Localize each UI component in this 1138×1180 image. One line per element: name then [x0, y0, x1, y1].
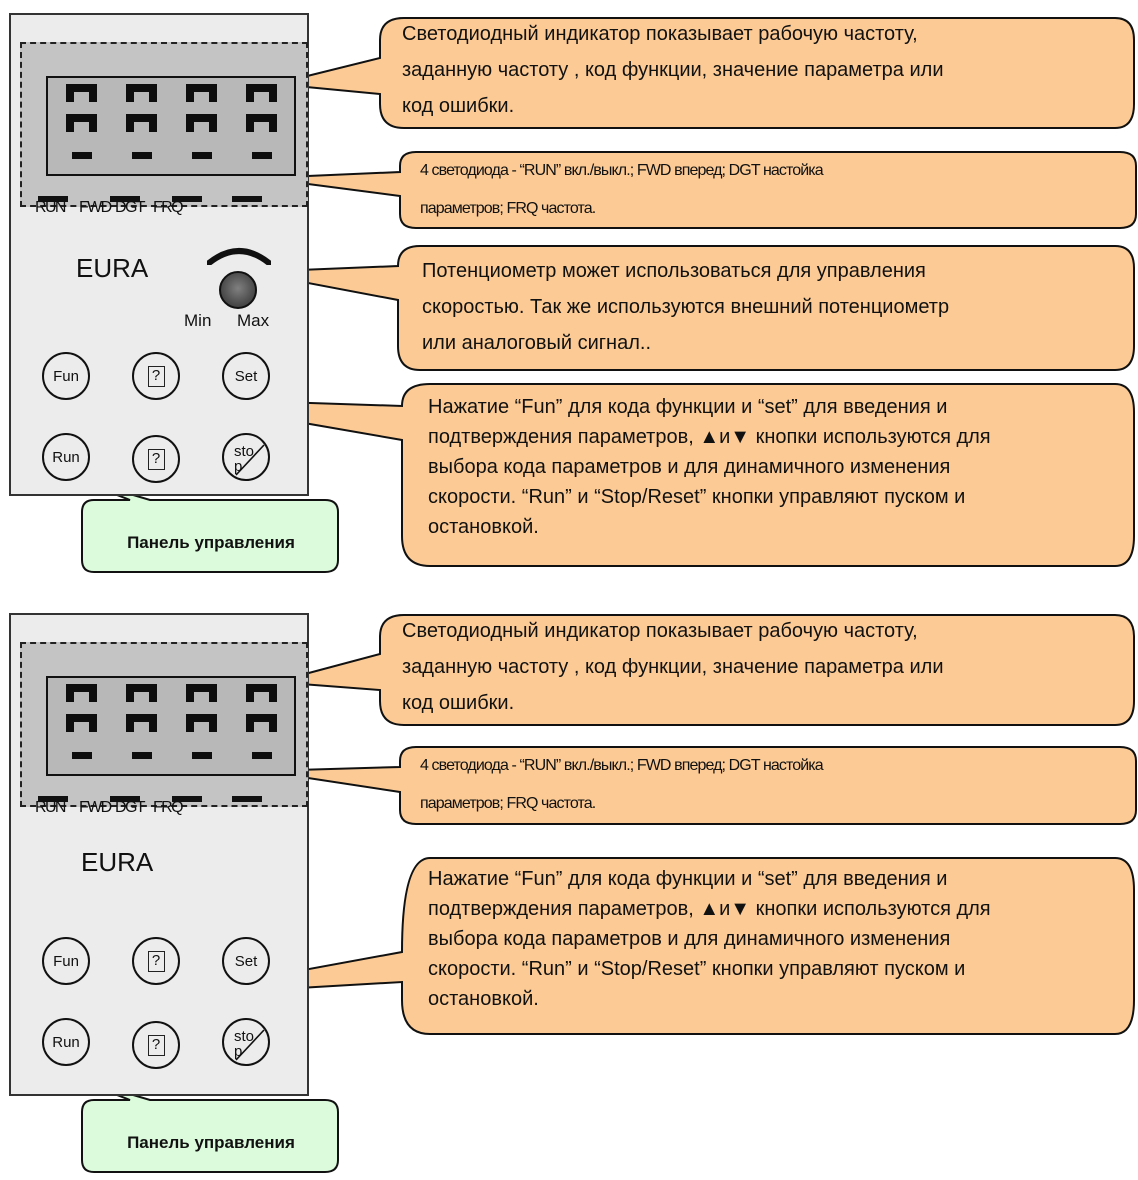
brand-label: EURA — [76, 253, 149, 283]
panel-label: Панель управления — [127, 1133, 295, 1152]
display-zone — [20, 642, 308, 807]
led-label-frq: FRQ — [153, 199, 184, 216]
stop-reset-button[interactable]: stop — [222, 433, 270, 481]
run-button[interactable]: Run — [42, 433, 90, 481]
digit-1 — [62, 84, 102, 168]
led-label-frq: FRQ — [153, 799, 184, 816]
brand-label: EURA — [81, 847, 154, 877]
up-button[interactable]: ? — [132, 937, 180, 985]
fun-button[interactable]: Fun — [42, 352, 90, 400]
led-label-run: RUN — [35, 199, 66, 216]
leds-note: 4 светодиода - “RUN” вкл./выкл.; FWD впе… — [420, 757, 824, 812]
arrow-down-icon: ? — [147, 1034, 165, 1056]
potentiometer-knob[interactable] — [219, 271, 257, 309]
led-fwd — [110, 196, 140, 202]
control-panel: RUN FWD DGT FRQ EURA Min Max Fun ? Set R… — [9, 13, 309, 496]
display-zone — [20, 42, 308, 207]
panel-diagram-with-potentiometer: RUN FWD DGT FRQ EURA Min Max Fun ? Set R… — [0, 0, 1138, 580]
led-label-fwd: FWD — [79, 199, 112, 216]
stop-slash-icon — [235, 444, 265, 476]
led-dgt — [172, 196, 202, 202]
run-button[interactable]: Run — [42, 1018, 90, 1066]
arrow-up-icon: ? — [147, 950, 165, 972]
digit-4 — [242, 84, 282, 168]
digit-2 — [122, 84, 162, 168]
led-run — [38, 796, 68, 802]
led-run — [38, 196, 68, 202]
led-dgt — [172, 796, 202, 802]
display-note-bubble — [274, 614, 1135, 726]
stop-slash-icon — [235, 1029, 265, 1061]
knob-max-label: Max — [237, 311, 270, 330]
stop-reset-button[interactable]: stop — [222, 1018, 270, 1066]
led-frq — [232, 196, 262, 202]
panel-note-bubble — [61, 473, 339, 573]
leds-note-bubble — [261, 151, 1137, 229]
digit-1 — [62, 684, 102, 768]
led-display — [46, 676, 296, 776]
led-label-dgt: DGT — [115, 199, 146, 216]
digit-3 — [182, 684, 222, 768]
digit-3 — [182, 84, 222, 168]
arrow-down-icon: ? — [147, 448, 165, 470]
keys-note-bubble — [159, 383, 1135, 567]
led-label-fwd: FWD — [79, 799, 112, 816]
panel-diagram-without-potentiometer: RUN FWD DGT FRQ EURA Fun ? Set Run ? sto… — [0, 600, 1138, 1180]
set-button[interactable]: Set — [222, 937, 270, 985]
led-frq — [232, 796, 262, 802]
display-note-bubble — [274, 17, 1135, 129]
knob-range-arc — [207, 248, 271, 265]
display-note: Светодиодный индикатор показывает рабочу… — [402, 23, 944, 117]
display-note: Светодиодный индикатор показывает рабочу… — [402, 620, 944, 714]
up-button[interactable]: ? — [132, 352, 180, 400]
keys-note: Нажатие “Fun” для кода функции и “set” д… — [428, 396, 991, 538]
down-button[interactable]: ? — [132, 435, 180, 483]
leds-note: 4 светодиода - “RUN” вкл./выкл.; FWD впе… — [420, 162, 824, 217]
knob-note: Потенциометр может использоваться для уп… — [422, 260, 950, 354]
led-fwd — [110, 796, 140, 802]
set-button[interactable]: Set — [222, 352, 270, 400]
fun-button[interactable]: Fun — [42, 937, 90, 985]
led-display — [46, 76, 296, 176]
callout-shapes — [61, 614, 1137, 1173]
keys-note: Нажатие “Fun” для кода функции и “set” д… — [428, 868, 991, 1010]
keys-note-bubble — [161, 857, 1135, 1035]
knob-note-bubble — [249, 245, 1135, 371]
callout-shapes — [61, 17, 1137, 573]
knob-min-label: Min — [184, 311, 212, 330]
led-label-run: RUN — [35, 799, 66, 816]
leds-note-bubble — [261, 746, 1137, 825]
digit-2 — [122, 684, 162, 768]
led-label-dgt: DGT — [115, 799, 146, 816]
arrow-up-icon: ? — [147, 365, 165, 387]
panel-label: Панель управления — [127, 533, 295, 552]
control-panel: RUN FWD DGT FRQ EURA Fun ? Set Run ? sto… — [9, 613, 309, 1096]
digit-4 — [242, 684, 282, 768]
down-button[interactable]: ? — [132, 1021, 180, 1069]
